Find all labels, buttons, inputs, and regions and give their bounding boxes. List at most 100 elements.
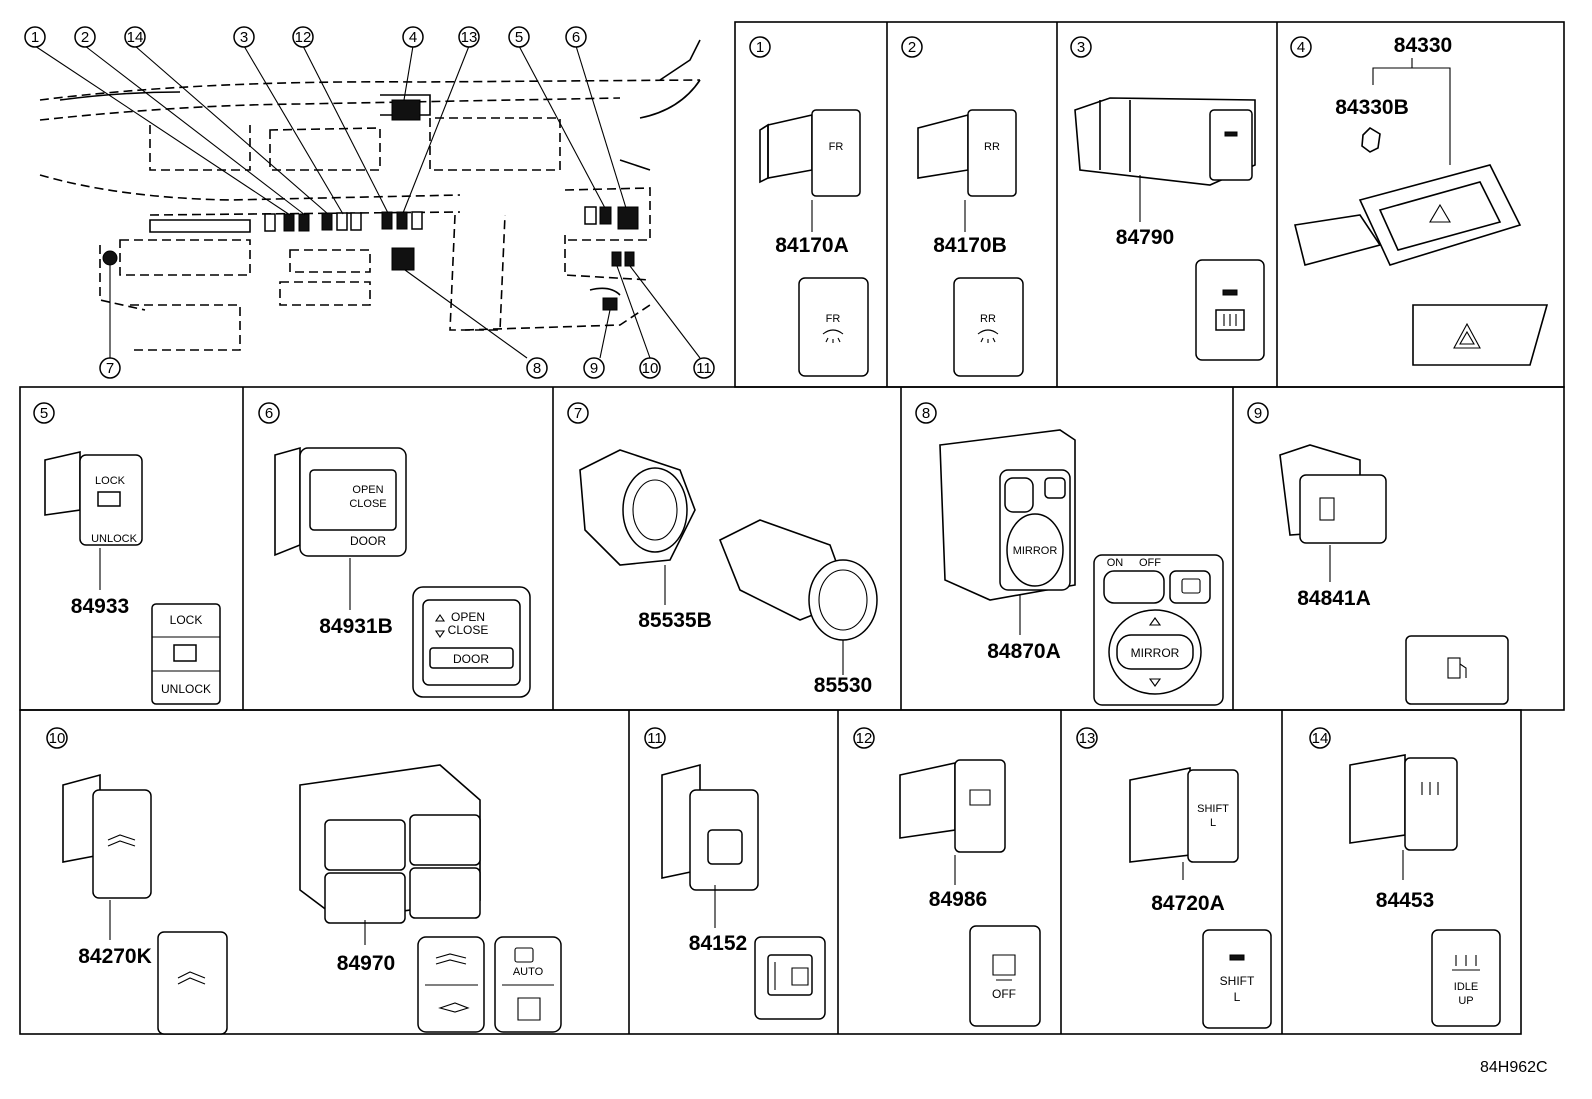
- callout-10: 10: [642, 360, 659, 377]
- part-number: 85530: [814, 674, 872, 697]
- legend-text: UNLOCK: [161, 682, 211, 696]
- panel-14: 14 84453 IDLE UP: [1309, 727, 1501, 1027]
- panel-number: 4: [1297, 39, 1305, 56]
- callout-11: 11: [696, 360, 712, 377]
- part-number: 84841A: [1297, 587, 1371, 610]
- legend-text: RR: [984, 141, 1000, 153]
- callout-9: 9: [590, 360, 598, 377]
- part-number: 84170A: [775, 234, 849, 257]
- legend-text: RR: [980, 313, 996, 325]
- legend-text: MIRROR: [1013, 545, 1058, 557]
- callout-13: 13: [461, 29, 478, 46]
- legend-text: UP: [1458, 995, 1473, 1007]
- traction-off-icon: [969, 789, 991, 806]
- panel-3: 3 84790: [1070, 36, 1265, 361]
- legend-text: OFF: [992, 987, 1016, 1001]
- part-number: 84152: [689, 932, 747, 955]
- panel-13: 13 SHIFT L 84720A SHIFT L: [1076, 727, 1272, 1029]
- panel-4: 4 84330 84330B: [1290, 34, 1549, 366]
- mirror-fold-icon: [1181, 578, 1201, 594]
- legend-text: UNLOCK: [91, 533, 138, 545]
- panel-number: 7: [574, 405, 582, 422]
- legend-text: LOCK: [95, 475, 126, 487]
- part-number: 84970: [337, 952, 395, 975]
- auto-light-icon: [514, 947, 534, 963]
- legend-text: CLOSE: [349, 498, 386, 510]
- panel-12: 12 84986 OFF: [853, 727, 1041, 1027]
- rear-fog-icon: [107, 834, 136, 847]
- idle-up-icon: [1452, 955, 1480, 971]
- panel-number: 3: [1077, 39, 1085, 56]
- dashboard-overview: 1 2 14 3 12 4 13 5 6 7 8 9 10 1: [24, 26, 715, 379]
- panel-number: 2: [908, 39, 916, 56]
- fuel-door-icon: [1447, 657, 1461, 679]
- legend-text: SHIFT: [1197, 803, 1229, 815]
- legend-text: L: [1210, 817, 1216, 829]
- overview-callouts: 1 2 14 3 12 4 13 5 6 7 8 9 10 1: [24, 26, 715, 379]
- callout-4: 4: [409, 29, 417, 46]
- indicator-light: [1222, 289, 1238, 296]
- panel-5: 5 LOCK UNLOCK 84933 LOCK UNLOCK: [33, 402, 221, 705]
- part-number: 84720A: [1151, 892, 1225, 915]
- part-number: 84933: [71, 595, 129, 618]
- legend-text: OPEN: [451, 610, 485, 624]
- indicator-light: [1229, 954, 1245, 961]
- legend-text: IDLE: [1454, 981, 1478, 993]
- legend-text: DOOR: [350, 534, 386, 548]
- panel-grid: [19, 21, 1565, 1035]
- panel-number: 14: [1312, 730, 1329, 747]
- part-number: 84986: [929, 888, 987, 911]
- callout-3: 3: [240, 29, 248, 46]
- part-number: 84330: [1394, 34, 1452, 57]
- legend-text: OFF: [1139, 557, 1161, 569]
- fuel-door-icon: [1319, 497, 1335, 521]
- part-number: 84170B: [933, 234, 1007, 257]
- panel-number: 1: [756, 39, 764, 56]
- legend-text: SHIFT: [1220, 974, 1255, 988]
- panel-number: 12: [856, 730, 873, 747]
- panel-9: 9 84841A: [1247, 402, 1509, 705]
- headlamp-cleaner-icon: [438, 1002, 470, 1013]
- part-number: 84931B: [319, 615, 393, 638]
- panel-number: 8: [922, 405, 930, 422]
- legend-text: LOCK: [170, 613, 203, 627]
- panel-10: 10 84270K 84970 AUTO: [46, 727, 562, 1035]
- panel-6: 6 OPEN CLOSE DOOR 84931B OPEN CLOSE DOOR: [258, 402, 531, 698]
- part-number: 84870A: [987, 640, 1061, 663]
- panel-11: 11 84152: [644, 727, 826, 1020]
- callout-7: 7: [106, 360, 114, 377]
- panel-7: 7 85535B 85530: [567, 402, 878, 697]
- callout-12: 12: [295, 29, 312, 46]
- panel-number: 10: [49, 730, 66, 747]
- part-number: 84330B: [1335, 96, 1409, 119]
- legend-text: L: [1234, 990, 1241, 1004]
- part-number: 85535B: [638, 609, 712, 632]
- legend-text: CLOSE: [448, 623, 489, 637]
- panel-1: 1 FR 84170A FR: [749, 36, 869, 377]
- panel-8: 8 MIRROR 84870A ON OFF MIRROR: [915, 402, 1224, 706]
- drawing-code: 84H962C: [1480, 1059, 1548, 1076]
- panel-number: 11: [647, 730, 663, 747]
- legend-text: ON: [1107, 557, 1124, 569]
- panel-number: 9: [1254, 405, 1262, 422]
- panel-2: 2 RR 84170B RR: [901, 36, 1024, 377]
- door-lock-icon: [173, 644, 197, 662]
- legend-text: AUTO: [513, 966, 544, 978]
- idle-up-icon: [1421, 782, 1439, 795]
- callout-2: 2: [81, 29, 89, 46]
- traction-off-icon: [992, 954, 1016, 981]
- callout-8: 8: [533, 360, 541, 377]
- legend-text: DOOR: [453, 652, 489, 666]
- callout-5: 5: [515, 29, 523, 46]
- legend-text: OPEN: [352, 484, 383, 496]
- rear-fog-icon: [177, 971, 206, 985]
- part-number: 84270K: [78, 945, 152, 968]
- legend-text: FR: [826, 313, 841, 325]
- panel-number: 6: [265, 405, 273, 422]
- callout-1: 1: [31, 29, 39, 46]
- callout-6: 6: [572, 29, 580, 46]
- panel-number: 13: [1079, 730, 1096, 747]
- panel-number: 5: [40, 405, 48, 422]
- legend-text: FR: [829, 141, 844, 153]
